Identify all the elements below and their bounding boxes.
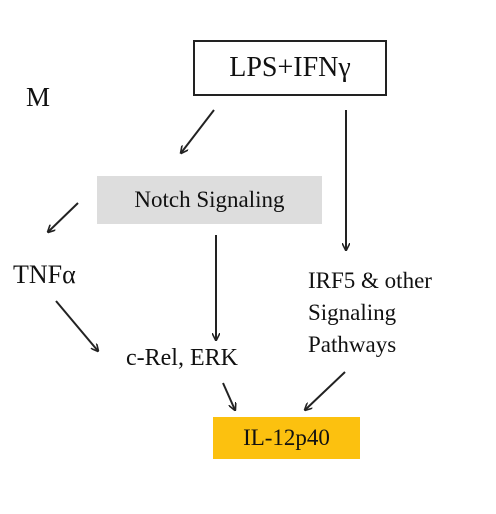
arrow-crel-to-il12 xyxy=(222,382,235,410)
node-crel-erk: c-Rel, ERK xyxy=(126,345,238,371)
arrow-lps-to-notch xyxy=(181,109,215,153)
panel-letter: M xyxy=(26,82,51,112)
arrow-tnf-to-crel xyxy=(55,300,98,351)
node-notch-signaling: Notch Signaling xyxy=(97,176,322,224)
node-irf5-line-1: IRF5 & other xyxy=(308,268,432,293)
node-lps-ifng: LPS+IFNγ xyxy=(193,40,387,96)
node-lps-ifng-label: LPS+IFNγ xyxy=(229,52,351,83)
node-notch-signaling-label: Notch Signaling xyxy=(134,187,285,212)
node-il12p40-label: IL-12p40 xyxy=(243,425,330,450)
node-irf5-line-2: Signaling xyxy=(308,300,397,325)
node-irf5-pathways: IRF5 & other Signaling Pathways xyxy=(308,265,432,361)
node-tnfa: TNFα xyxy=(13,260,76,289)
node-irf5-line-3: Pathways xyxy=(308,332,397,357)
arrow-irf5-to-il12 xyxy=(305,371,346,410)
node-il12p40: IL-12p40 xyxy=(213,417,360,459)
arrow-notch-to-tnf xyxy=(48,202,79,232)
